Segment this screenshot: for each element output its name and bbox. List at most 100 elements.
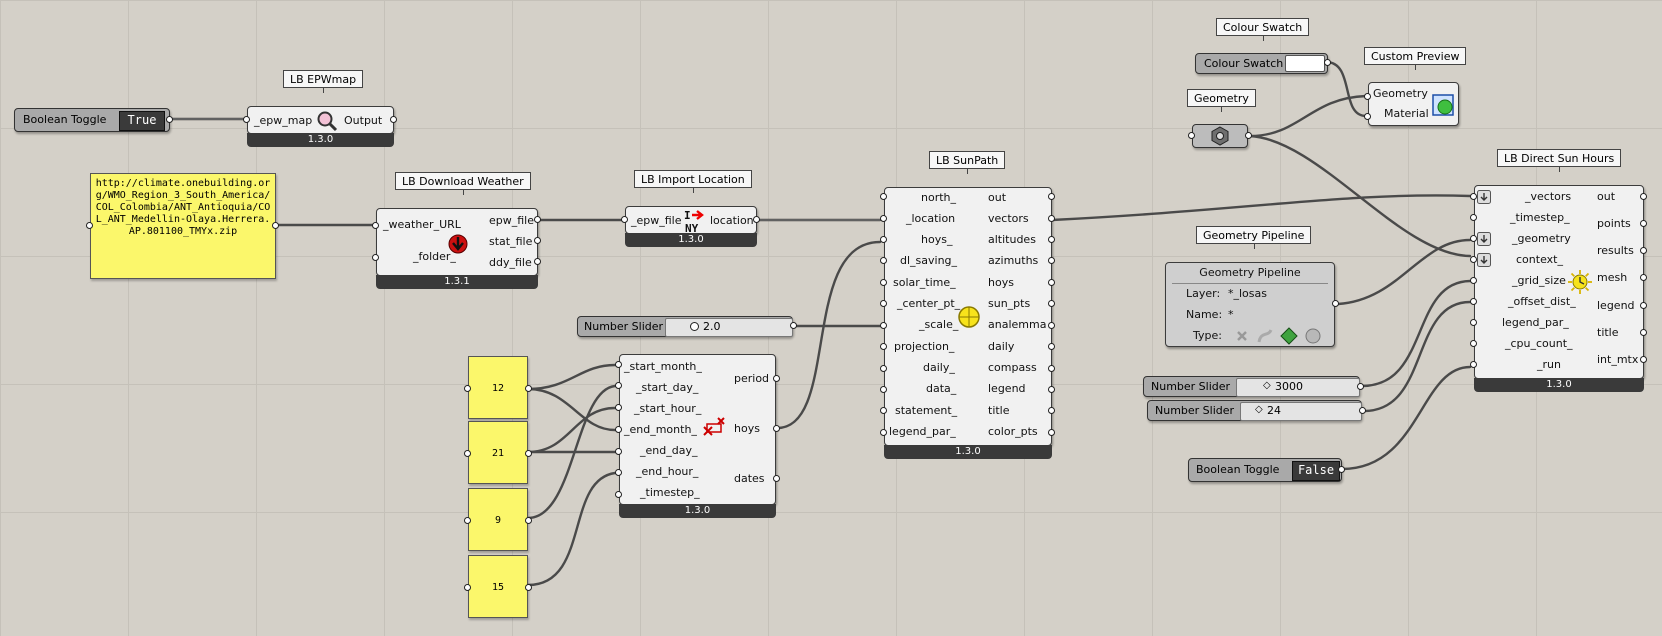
geometry-pipeline-component[interactable]: Geometry Pipeline Layer: *_losas Name: *…	[1165, 262, 1335, 347]
lb-epwmap-component[interactable]: _epw_map Output 1.3.0	[247, 106, 394, 147]
input-port[interactable]	[615, 426, 622, 433]
output-port[interactable]	[1357, 383, 1364, 390]
output-port[interactable]	[1640, 193, 1647, 200]
input-port[interactable]	[1470, 361, 1477, 368]
panel-input-port[interactable]	[86, 222, 93, 229]
input-port[interactable]	[1470, 277, 1477, 284]
panel-input-port[interactable]	[464, 385, 471, 392]
boolean-toggle-true[interactable]: Boolean Toggle True	[14, 108, 170, 132]
output-port[interactable]	[1048, 257, 1055, 264]
output-port[interactable]	[534, 216, 541, 223]
slider-handle-icon[interactable]: ◇	[1263, 380, 1271, 391]
boolean-toggle-false[interactable]: Boolean Toggle False	[1188, 458, 1342, 482]
input-port[interactable]	[615, 361, 622, 368]
input-port[interactable]	[880, 365, 887, 372]
mesh-type-icon[interactable]	[1304, 327, 1322, 345]
input-port[interactable]	[1470, 193, 1477, 200]
input-port[interactable]	[880, 343, 887, 350]
slider-handle-icon[interactable]: ◇	[1255, 404, 1263, 415]
lb-analysis-period-component[interactable]: _start_month_ _start_day_ _start_hour_ _…	[619, 354, 776, 518]
output-port[interactable]	[1048, 386, 1055, 393]
input-port[interactable]	[1470, 319, 1477, 326]
output-port[interactable]	[534, 237, 541, 244]
geometry-param[interactable]	[1192, 124, 1248, 148]
lb-download-weather-component[interactable]: _weather_URL _folder_ epw_file stat_file…	[376, 208, 538, 289]
list-item-toggle-icon[interactable]	[1477, 253, 1491, 267]
number-panel[interactable]: 21	[468, 421, 528, 484]
output-port[interactable]	[790, 322, 797, 329]
input-port[interactable]	[880, 322, 887, 329]
number-slider-offset[interactable]: Number Slider ◇ 24	[1147, 400, 1362, 421]
point-type-icon[interactable]	[1234, 328, 1250, 344]
input-port[interactable]	[621, 216, 628, 223]
name-value[interactable]: *	[1228, 308, 1234, 321]
panel-output-port[interactable]	[525, 385, 532, 392]
panel-output-port[interactable]	[525, 450, 532, 457]
input-port[interactable]	[615, 491, 622, 498]
input-port[interactable]	[372, 254, 379, 261]
panel-output-port[interactable]	[272, 222, 279, 229]
output-port[interactable]	[1640, 356, 1647, 363]
custom-preview-component[interactable]: Geometry Material	[1368, 82, 1459, 126]
output-port[interactable]	[1048, 193, 1055, 200]
number-panel[interactable]: 9	[468, 488, 528, 551]
slider-track[interactable]: ◇ 24	[1240, 402, 1362, 421]
output-port[interactable]	[390, 116, 397, 123]
input-port[interactable]	[880, 386, 887, 393]
panel-input-port[interactable]	[464, 584, 471, 591]
curve-type-icon[interactable]	[1256, 327, 1274, 345]
lb-sunpath-component[interactable]: north_ _location hoys_ dl_saving_ solar_…	[884, 187, 1052, 459]
panel-input-port[interactable]	[464, 517, 471, 524]
output-port[interactable]	[773, 375, 780, 382]
output-port[interactable]	[1048, 407, 1055, 414]
output-port[interactable]	[1048, 343, 1055, 350]
input-port[interactable]	[372, 222, 379, 229]
output-port[interactable]	[1048, 236, 1055, 243]
input-port[interactable]	[1470, 256, 1477, 263]
slider-handle-icon[interactable]	[690, 322, 699, 331]
input-port[interactable]	[880, 429, 887, 436]
slider-track[interactable]: ◇ 3000	[1236, 378, 1360, 397]
input-port[interactable]	[615, 469, 622, 476]
output-port[interactable]	[534, 258, 541, 265]
output-port[interactable]	[1324, 59, 1331, 66]
panel-output-port[interactable]	[525, 517, 532, 524]
number-panel[interactable]: 15	[468, 555, 528, 618]
output-port[interactable]	[1640, 274, 1647, 281]
input-port[interactable]	[615, 404, 622, 411]
list-item-toggle-icon[interactable]	[1477, 232, 1491, 246]
output-port[interactable]	[1048, 215, 1055, 222]
output-port[interactable]	[1640, 220, 1647, 227]
layer-value[interactable]: *_losas	[1228, 287, 1267, 300]
input-port[interactable]	[1364, 93, 1371, 100]
output-port[interactable]	[1048, 365, 1055, 372]
input-port[interactable]	[1188, 132, 1195, 139]
output-port[interactable]	[1640, 302, 1647, 309]
input-port[interactable]	[615, 382, 622, 389]
colour-swatch-value[interactable]	[1285, 55, 1325, 72]
slider-track[interactable]: 2.0	[665, 318, 793, 337]
panel-input-port[interactable]	[464, 450, 471, 457]
input-port[interactable]	[880, 193, 887, 200]
input-port[interactable]	[880, 236, 887, 243]
output-port[interactable]	[1359, 407, 1366, 414]
output-port[interactable]	[166, 116, 173, 123]
input-port[interactable]	[1470, 340, 1477, 347]
input-port[interactable]	[1364, 113, 1371, 120]
output-port[interactable]	[1245, 132, 1252, 139]
input-port[interactable]	[1470, 214, 1477, 221]
input-port[interactable]	[880, 300, 887, 307]
input-port[interactable]	[880, 215, 887, 222]
input-port[interactable]	[880, 279, 887, 286]
output-port[interactable]	[1640, 329, 1647, 336]
brep-type-icon[interactable]	[1280, 327, 1298, 345]
output-port[interactable]	[1048, 429, 1055, 436]
input-port[interactable]	[880, 257, 887, 264]
input-port[interactable]	[1470, 235, 1477, 242]
toggle-value[interactable]: False	[1292, 461, 1340, 481]
lb-direct-sun-hours-component[interactable]: _vectors _timestep_ _geometry context_ _…	[1474, 185, 1644, 392]
output-port[interactable]	[1338, 466, 1345, 473]
output-port[interactable]	[1048, 279, 1055, 286]
colour-swatch[interactable]: Colour Swatch	[1195, 53, 1328, 74]
panel-output-port[interactable]	[525, 584, 532, 591]
